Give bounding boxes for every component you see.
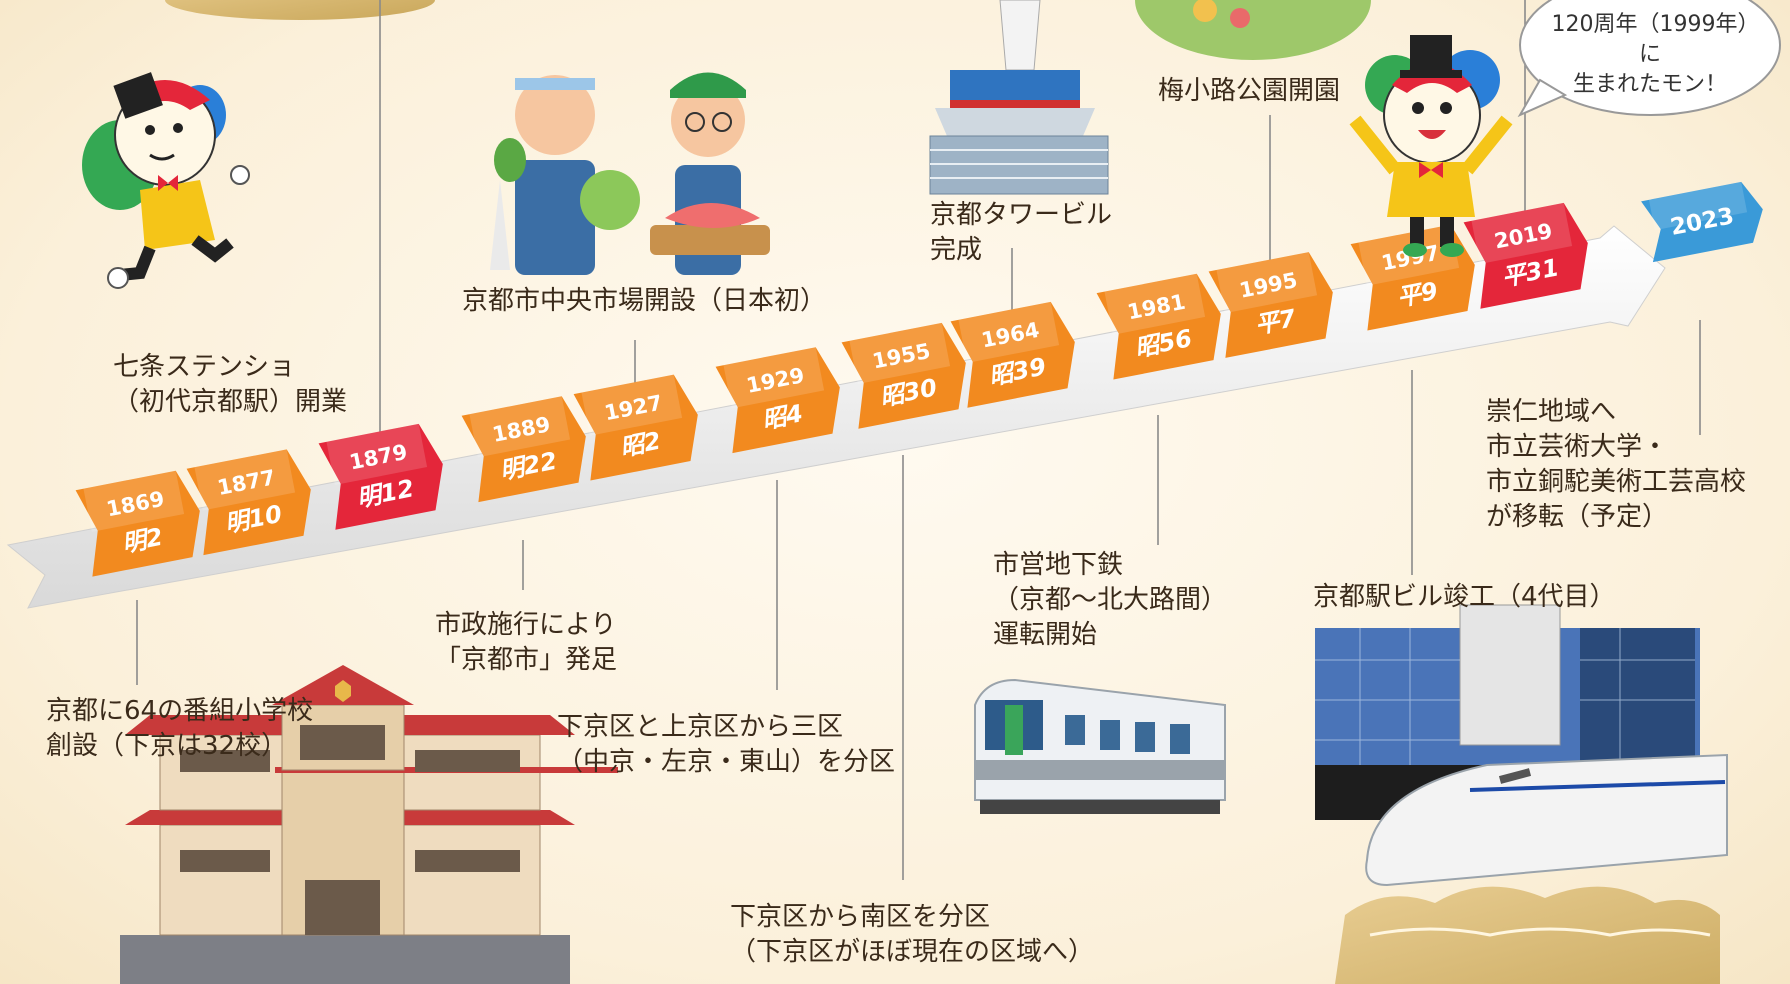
chevron-highlight <box>469 396 571 458</box>
chevron-shape <box>1096 273 1221 380</box>
event-label-1964: 京都タワービル 完成 <box>930 200 1113 265</box>
chevron-shape <box>1463 202 1588 309</box>
event-label-1889: 市政施行により 「京都市」発足 <box>435 610 618 675</box>
chevron-shape <box>461 396 586 503</box>
year-chevrons: 1869明21877明101879明121889明221927昭21929昭41… <box>75 181 1763 577</box>
gold-cloud-top <box>165 0 435 20</box>
chevron-shape <box>1208 252 1333 358</box>
kyoto-station-illustration <box>1315 604 1728 887</box>
chevron-highlight <box>194 449 296 511</box>
chevron-highlight <box>1104 273 1206 335</box>
event-label-1981: 市営地下鉄 （京都～北大路間） 運転開始 <box>993 550 1228 650</box>
chevron-shape <box>573 374 698 481</box>
chevron-highlight <box>581 374 683 436</box>
chevron-shape <box>841 322 966 429</box>
gold-cloud-bottom <box>1335 886 1720 984</box>
event-label-2023: 崇仁地域へ 市立芸術大学・ 市立銅駝美術工芸高校 が移転（予定） <box>1486 397 1747 532</box>
market-vendors-illustration <box>490 72 770 275</box>
chevron-shape <box>186 449 311 556</box>
kyoto-tower-illustration <box>929 0 1109 195</box>
year-chevron-2023: 2023 <box>1641 181 1763 263</box>
event-label-1955: 下京区から南区を分区 （下京区がほぼ現在の区域へ） <box>730 902 1095 967</box>
speech-bubble-text: 120周年（1999年）に 生まれたモン！ <box>1551 12 1749 97</box>
chevron-highlight <box>849 322 951 385</box>
event-label-1877: 七条ステンショ （初代京都駅）開業 <box>113 352 348 417</box>
event-label-1995: 梅小路公園開園 <box>1158 76 1341 106</box>
umekoji-park-illustration <box>1135 0 1371 60</box>
chevron-highlight <box>1216 252 1318 314</box>
chevron-shape <box>75 470 200 577</box>
running-mascot-illustration <box>82 72 250 289</box>
chevron-shape <box>318 423 443 530</box>
event-label-1997: 京都駅ビル竣工（4代目） <box>1313 582 1616 612</box>
chevron-highlight <box>723 347 825 409</box>
chevron-shape <box>950 301 1075 408</box>
elementary-school-illustration <box>120 665 618 984</box>
chevron-highlight <box>1648 181 1748 231</box>
cheering-mascot-illustration <box>1349 35 1513 257</box>
event-label-1929: 下京区と上京区から三区 （中京・左京・東山）を分区 <box>557 712 896 777</box>
chevron-highlight <box>326 423 428 485</box>
event-label-1927: 京都市中央市場開設（日本初） <box>462 286 827 316</box>
subway-train-illustration <box>974 678 1226 814</box>
chevron-highlight <box>958 301 1060 364</box>
chevron-highlight <box>1471 202 1573 264</box>
chevron-shape <box>715 347 840 454</box>
event-label-1869: 京都に64の番組小学校 創設（下京は32校） <box>46 696 314 761</box>
chevron-highlight <box>83 470 185 532</box>
chevron-shape <box>1641 181 1763 263</box>
speech-bubble <box>1517 0 1781 118</box>
